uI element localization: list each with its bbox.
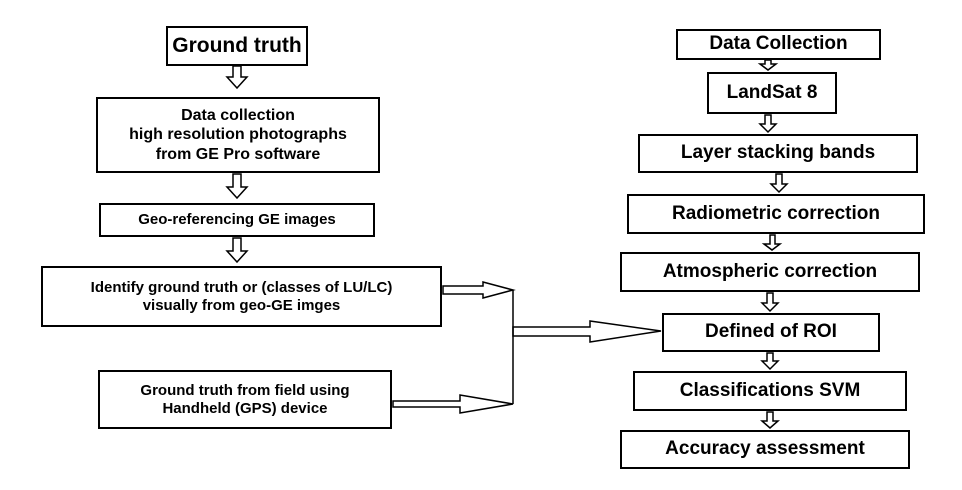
arrow-field-to-junction bbox=[392, 394, 514, 414]
arrow-r7 bbox=[760, 411, 780, 429]
ground-truth-label: Ground truth bbox=[172, 34, 302, 58]
step-radiometric-label: Radiometric correction bbox=[672, 202, 880, 224]
arrow-r3 bbox=[769, 173, 789, 194]
step-atmospheric-label: Atmospheric correction bbox=[662, 260, 878, 282]
field-line-2: Handheld (GPS) device bbox=[162, 399, 328, 417]
step-layer-stacking-label: Layer stacking bands bbox=[680, 142, 876, 164]
step-layer-stacking: Layer stacking bands bbox=[638, 134, 918, 173]
data-collection-line-1: Data collection bbox=[181, 107, 295, 125]
georeferencing-label: Geo-referencing GE images bbox=[138, 211, 336, 228]
step-landsat: LandSat 8 bbox=[707, 72, 837, 114]
data-collection-line-3: from GE Pro software bbox=[155, 145, 321, 163]
step-data-collection: Data Collection bbox=[676, 29, 881, 60]
identify-line-1: Identify ground truth or (classes of LU/… bbox=[90, 278, 393, 296]
field-line-1: Ground truth from field using bbox=[140, 381, 350, 399]
step-landsat-label: LandSat 8 bbox=[726, 81, 818, 103]
step-roi-label: Defined of ROI bbox=[705, 321, 837, 343]
step-accuracy-label: Accuracy assessment bbox=[665, 438, 865, 460]
data-collection-box: Data collection high resolution photogra… bbox=[96, 97, 380, 173]
step-classification-label: Classifications SVM bbox=[679, 379, 861, 401]
arrow-georef-to-identify bbox=[225, 237, 249, 264]
arrow-ground-to-collection bbox=[225, 65, 249, 90]
arrow-identify-to-junction bbox=[442, 281, 516, 299]
ground-truth-box: Ground truth bbox=[166, 26, 308, 66]
arrow-r1 bbox=[757, 59, 779, 71]
georeferencing-box: Geo-referencing GE images bbox=[99, 203, 375, 237]
step-atmospheric: Atmospheric correction bbox=[620, 252, 920, 292]
arrow-r5 bbox=[760, 292, 780, 313]
step-radiometric: Radiometric correction bbox=[627, 194, 925, 234]
step-roi: Defined of ROI bbox=[662, 313, 880, 352]
step-accuracy: Accuracy assessment bbox=[620, 430, 910, 469]
arrow-r2 bbox=[758, 114, 778, 134]
arrow-junction-to-roi bbox=[512, 320, 662, 343]
arrow-collection-to-georef bbox=[225, 173, 249, 200]
arrow-r4 bbox=[761, 234, 783, 251]
identify-ground-truth-box: Identify ground truth or (classes of LU/… bbox=[41, 266, 442, 327]
arrow-r6 bbox=[760, 352, 780, 371]
data-collection-line-2: high resolution photographs bbox=[129, 126, 347, 144]
field-ground-truth-box: Ground truth from field using Handheld (… bbox=[98, 370, 392, 429]
step-data-collection-label: Data Collection bbox=[709, 33, 848, 55]
step-classification: Classifications SVM bbox=[633, 371, 907, 411]
identify-line-2: visually from geo-GE imges bbox=[142, 296, 341, 314]
